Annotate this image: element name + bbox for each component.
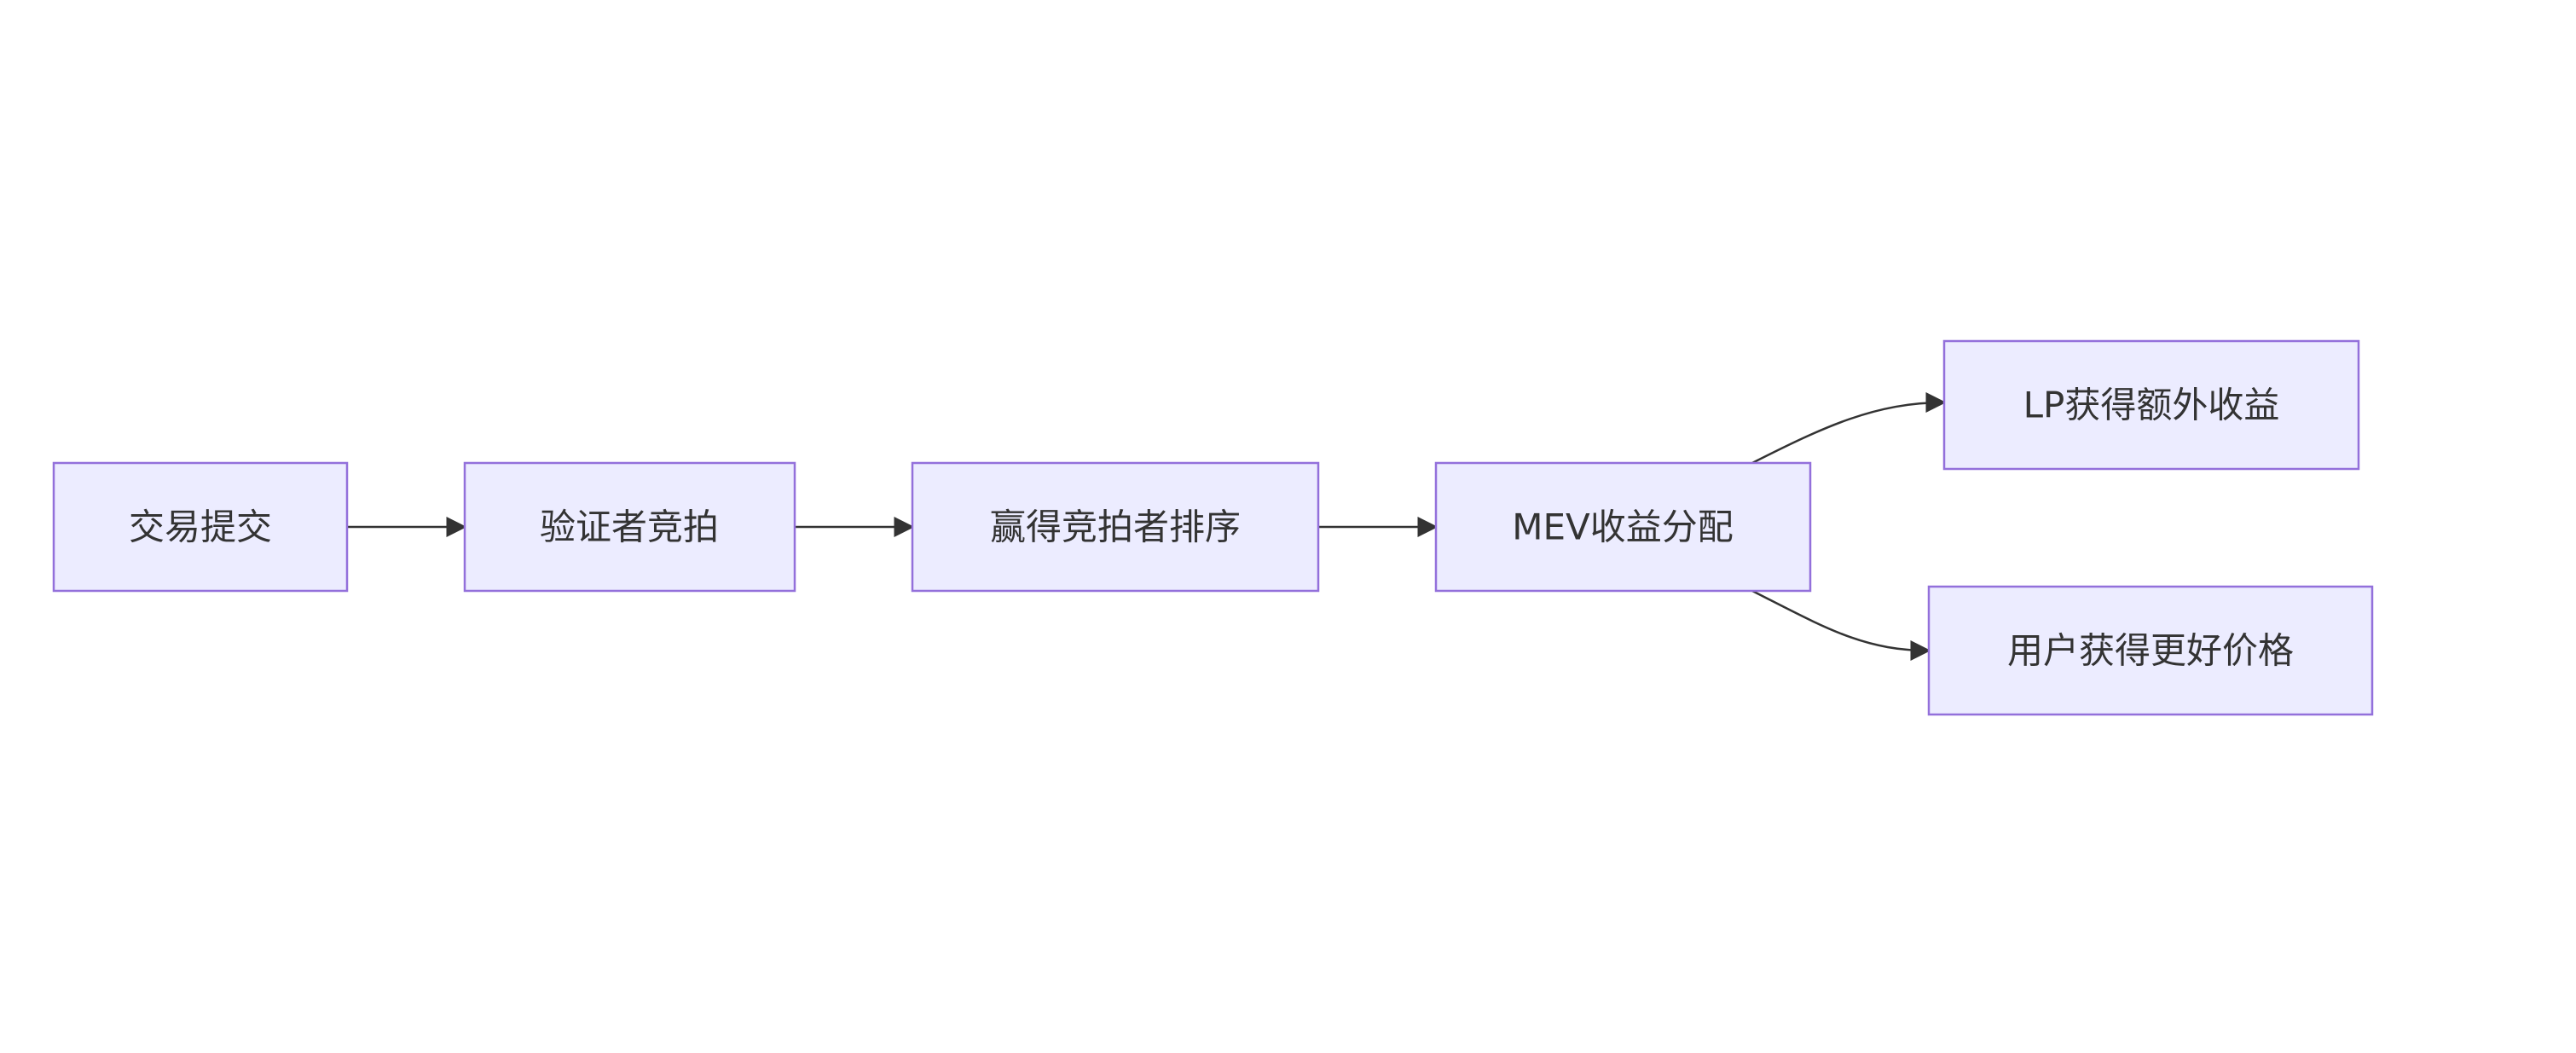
edge-distribution-to-user xyxy=(1751,589,1931,661)
node-user-better-price: 用户获得更好价格 xyxy=(1927,585,2374,716)
node-transaction-submit-label: 交易提交 xyxy=(129,506,272,548)
node-user-better-price-label: 用户获得更好价格 xyxy=(2007,630,2294,672)
node-mev-distribution-label: MEV收益分配 xyxy=(1512,506,1734,548)
node-validator-auction-label: 验证者竞拍 xyxy=(540,506,719,548)
node-transaction-submit: 交易提交 xyxy=(52,461,349,593)
node-lp-extra-revenue: LP获得额外收益 xyxy=(1942,339,2360,471)
node-validator-auction: 验证者竞拍 xyxy=(463,461,796,593)
node-winner-ordering: 赢得竞拍者排序 xyxy=(911,461,1320,593)
node-winner-ordering-label: 赢得竞拍者排序 xyxy=(990,506,1241,548)
node-mev-distribution: MEV收益分配 xyxy=(1434,461,1812,593)
edge-distribution-to-lp xyxy=(1751,392,1947,465)
node-lp-extra-revenue-label: LP获得额外收益 xyxy=(2023,385,2280,426)
